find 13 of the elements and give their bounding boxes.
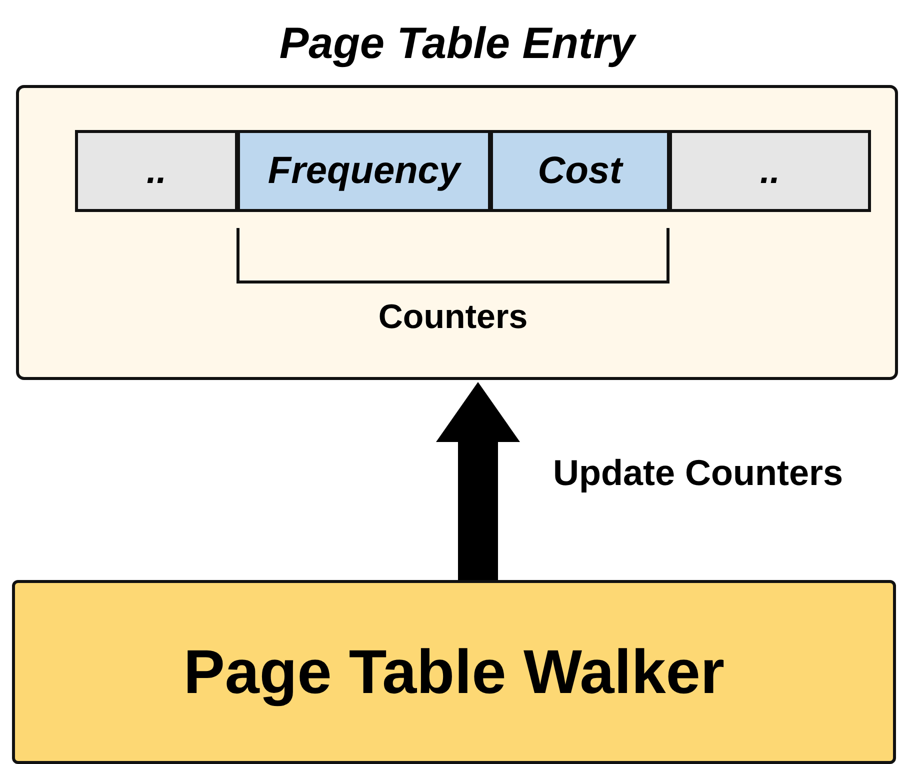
field-label: Frequency: [266, 148, 462, 194]
heading: Page Table Entry: [278, 18, 638, 70]
field-label: Page Table Walker: [182, 636, 726, 708]
field-cell: [237, 130, 491, 212]
field-label: ..: [758, 149, 781, 193]
field-cell: [490, 130, 670, 212]
arrow: [436, 382, 520, 580]
field-label: Cost: [536, 148, 624, 194]
field-cell: [669, 130, 871, 212]
field-label: ..: [145, 149, 168, 193]
field-cell: [75, 130, 238, 212]
bracket-label: Counters: [377, 298, 529, 337]
walker-box: [12, 580, 896, 764]
